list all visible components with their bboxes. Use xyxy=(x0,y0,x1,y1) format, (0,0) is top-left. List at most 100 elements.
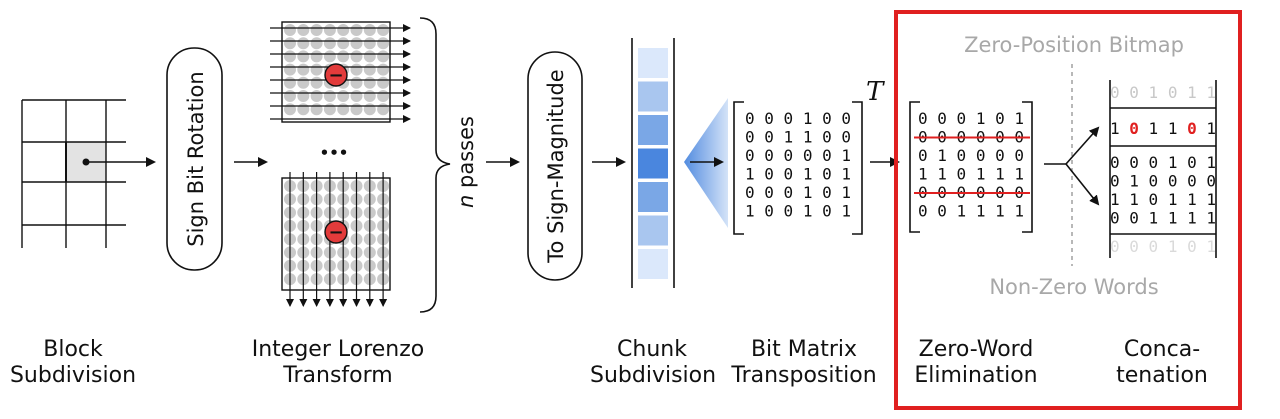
grid-dot xyxy=(284,37,296,50)
grid-dot xyxy=(377,50,390,63)
ellipsis: ••• xyxy=(320,144,349,162)
minus-marker-top xyxy=(324,63,348,87)
grid-dot xyxy=(377,24,390,36)
zero-word-row: 1 1 0 1 1 1 xyxy=(918,165,1024,184)
to-sign-magnitude-label: To Sign-Magnitude xyxy=(544,69,568,263)
sign-bit-rotation-label: Sign Bit Rotation xyxy=(184,71,208,246)
chunk-cell xyxy=(638,115,668,145)
grid-dot xyxy=(363,37,376,50)
lorenzo-horizontal-pass: − xyxy=(270,21,411,123)
grid-dot xyxy=(323,103,336,116)
sign-bit-rotation-box: Sign Bit Rotation xyxy=(166,47,223,271)
minus-sign-bottom: − xyxy=(328,222,343,243)
bit-matrix: 0 0 0 1 0 00 0 1 1 0 00 0 0 0 0 11 0 0 1… xyxy=(733,101,863,235)
zero-word-row: 0 0 0 1 0 1 xyxy=(918,109,1024,128)
grid-dot xyxy=(337,103,350,116)
grid-dot xyxy=(323,90,336,102)
bit-matrix-row: 0 0 0 0 0 1 xyxy=(745,146,851,165)
grid-dot xyxy=(363,63,376,76)
chunk-column xyxy=(631,38,675,288)
caption-concatenation: Conca-tenation xyxy=(1116,337,1208,388)
grid-dot xyxy=(310,37,323,50)
transpose-symbol: T xyxy=(866,77,885,107)
zero-position-bitmap-label: Zero-Position Bitmap xyxy=(964,33,1184,57)
grid-dot xyxy=(297,37,310,50)
grid-dot xyxy=(363,90,376,102)
zero-word-row: 0 1 0 0 0 0 xyxy=(918,146,1024,165)
grid-dot xyxy=(337,90,350,102)
zero-word-matrix: 0 0 0 1 0 10 0 0 0 0 00 1 0 0 0 01 1 0 1… xyxy=(909,101,1033,233)
chunk-cell xyxy=(638,48,668,78)
grid-dot xyxy=(297,103,310,116)
grid-dot xyxy=(363,103,376,116)
bit-matrix-row: 0 0 0 1 0 0 xyxy=(745,109,851,128)
passes-label: n passes xyxy=(454,116,478,208)
grid-dot xyxy=(297,50,310,63)
grid-dot xyxy=(297,90,310,102)
grid-dot xyxy=(297,76,310,89)
grid-dot xyxy=(310,103,323,116)
grid-dot xyxy=(363,76,376,89)
grid-dot xyxy=(297,63,310,76)
grid-dot xyxy=(350,50,363,63)
chunk-cell xyxy=(638,81,668,112)
grid-dot xyxy=(377,90,390,102)
grid-dot xyxy=(350,37,363,50)
minus-marker-bottom xyxy=(324,220,348,244)
grid-dot xyxy=(310,24,323,36)
grid-dot xyxy=(363,24,376,36)
grid-dot xyxy=(284,24,296,36)
faded-nonzero-row: 0 0 0 1 0 1 xyxy=(1110,237,1216,256)
grid-dot xyxy=(310,90,323,102)
grid-dot xyxy=(323,50,336,63)
bit-matrix-row: 0 0 1 1 0 0 xyxy=(745,128,851,147)
grid-dot xyxy=(284,103,296,116)
grid-dot xyxy=(310,76,323,89)
block-grid xyxy=(21,99,156,248)
grid-dot xyxy=(350,103,363,116)
grid-dot xyxy=(377,37,390,50)
grid-dot xyxy=(377,76,390,89)
grid-dot xyxy=(284,90,296,102)
grid-dot xyxy=(323,24,336,36)
grid-dot xyxy=(337,50,350,63)
grid-dot xyxy=(284,63,296,76)
grid-dot xyxy=(377,63,390,76)
concatenation-column: 0 0 1 0 1 11 0 1 1 0 10 0 0 1 0 10 1 0 0… xyxy=(1109,80,1217,258)
minus-sign-top: − xyxy=(328,65,343,86)
chunk-cell xyxy=(638,148,668,179)
faded-bitmap-row: 0 0 1 0 1 1 xyxy=(1110,83,1216,102)
grid-dot xyxy=(284,76,296,89)
bit-matrix-row: 0 0 0 1 0 1 xyxy=(745,183,851,202)
lorenzo-vertical-pass: − xyxy=(281,172,391,307)
chunk-cell xyxy=(638,215,668,246)
grid-dot xyxy=(337,24,350,36)
chunk-cell xyxy=(638,249,668,279)
bit-matrix-row: 1 0 0 1 0 1 xyxy=(745,165,851,184)
highlight-box xyxy=(894,10,1242,410)
fork-arrows xyxy=(1044,126,1100,206)
chunk-cell xyxy=(638,182,668,212)
non-zero-words-label: Non-Zero Words xyxy=(989,275,1158,299)
grid-dot xyxy=(297,24,310,36)
grid-dot xyxy=(337,37,350,50)
passes-brace xyxy=(419,17,451,313)
grid-dot xyxy=(323,37,336,50)
chunk-expansion-fan xyxy=(684,98,728,228)
grid-dot xyxy=(350,63,363,76)
zero-word-row: 0 0 1 1 1 1 xyxy=(918,202,1024,221)
grid-dot xyxy=(350,24,363,36)
bitmap-row: 1 0 1 1 0 1 xyxy=(1110,119,1216,138)
to-sign-magnitude-box: To Sign-Magnitude xyxy=(527,51,583,281)
grid-dot xyxy=(284,50,296,63)
grid-dot xyxy=(350,90,363,102)
nonzero-word-row: 1 1 0 1 1 1 xyxy=(1110,190,1216,209)
bit-matrix-row: 1 0 0 1 0 1 xyxy=(745,202,851,221)
grid-dot xyxy=(377,103,390,116)
